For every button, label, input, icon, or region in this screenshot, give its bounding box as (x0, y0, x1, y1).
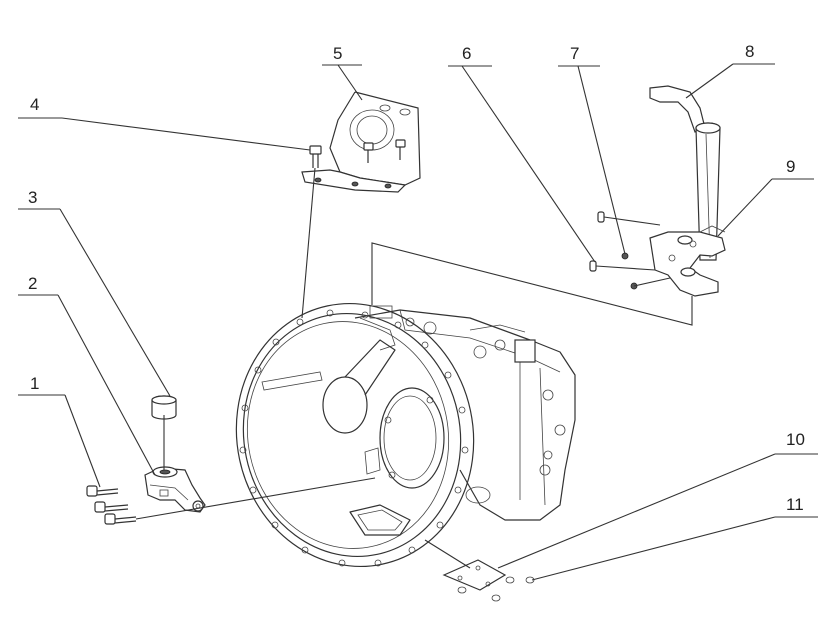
part-5-bracket (301, 91, 421, 193)
transmission-housing (235, 302, 576, 568)
part-4-bolt (309, 145, 322, 168)
part-6-pin (589, 211, 605, 272)
part-3-bushing (151, 395, 177, 420)
callout-5: 5 (322, 44, 363, 101)
svg-text:10: 10 (786, 430, 805, 449)
svg-text:8: 8 (745, 42, 754, 61)
part-7-screw (621, 252, 638, 290)
callout-7: 7 (558, 44, 626, 255)
callout-6: 6 (448, 44, 596, 263)
svg-text:1: 1 (30, 374, 39, 393)
part-1-bolts (86, 485, 137, 525)
part-2-bracket (144, 466, 206, 513)
part-9-shift-fork (649, 225, 726, 297)
callout-11: 11 (531, 495, 818, 581)
part-10-cover-plate (442, 559, 507, 591)
svg-text:2: 2 (28, 274, 37, 293)
callout-2: 2 (18, 274, 156, 476)
callout-9: 9 (717, 157, 814, 237)
callout-3: 3 (18, 188, 171, 397)
callout-8: 8 (685, 42, 775, 99)
svg-text:6: 6 (462, 44, 471, 63)
svg-text:5: 5 (333, 44, 342, 63)
svg-text:7: 7 (570, 44, 579, 63)
assembly-lines (135, 167, 693, 569)
svg-text:3: 3 (28, 188, 37, 207)
callout-1: 1 (18, 374, 101, 488)
callouts: 1 2 3 4 5 6 (18, 42, 818, 581)
callout-10: 10 (497, 430, 818, 569)
svg-text:11: 11 (786, 495, 804, 514)
part-11-washers (457, 576, 535, 602)
callout-4: 4 (18, 95, 311, 151)
svg-text:9: 9 (786, 157, 795, 176)
svg-text:4: 4 (30, 95, 39, 114)
